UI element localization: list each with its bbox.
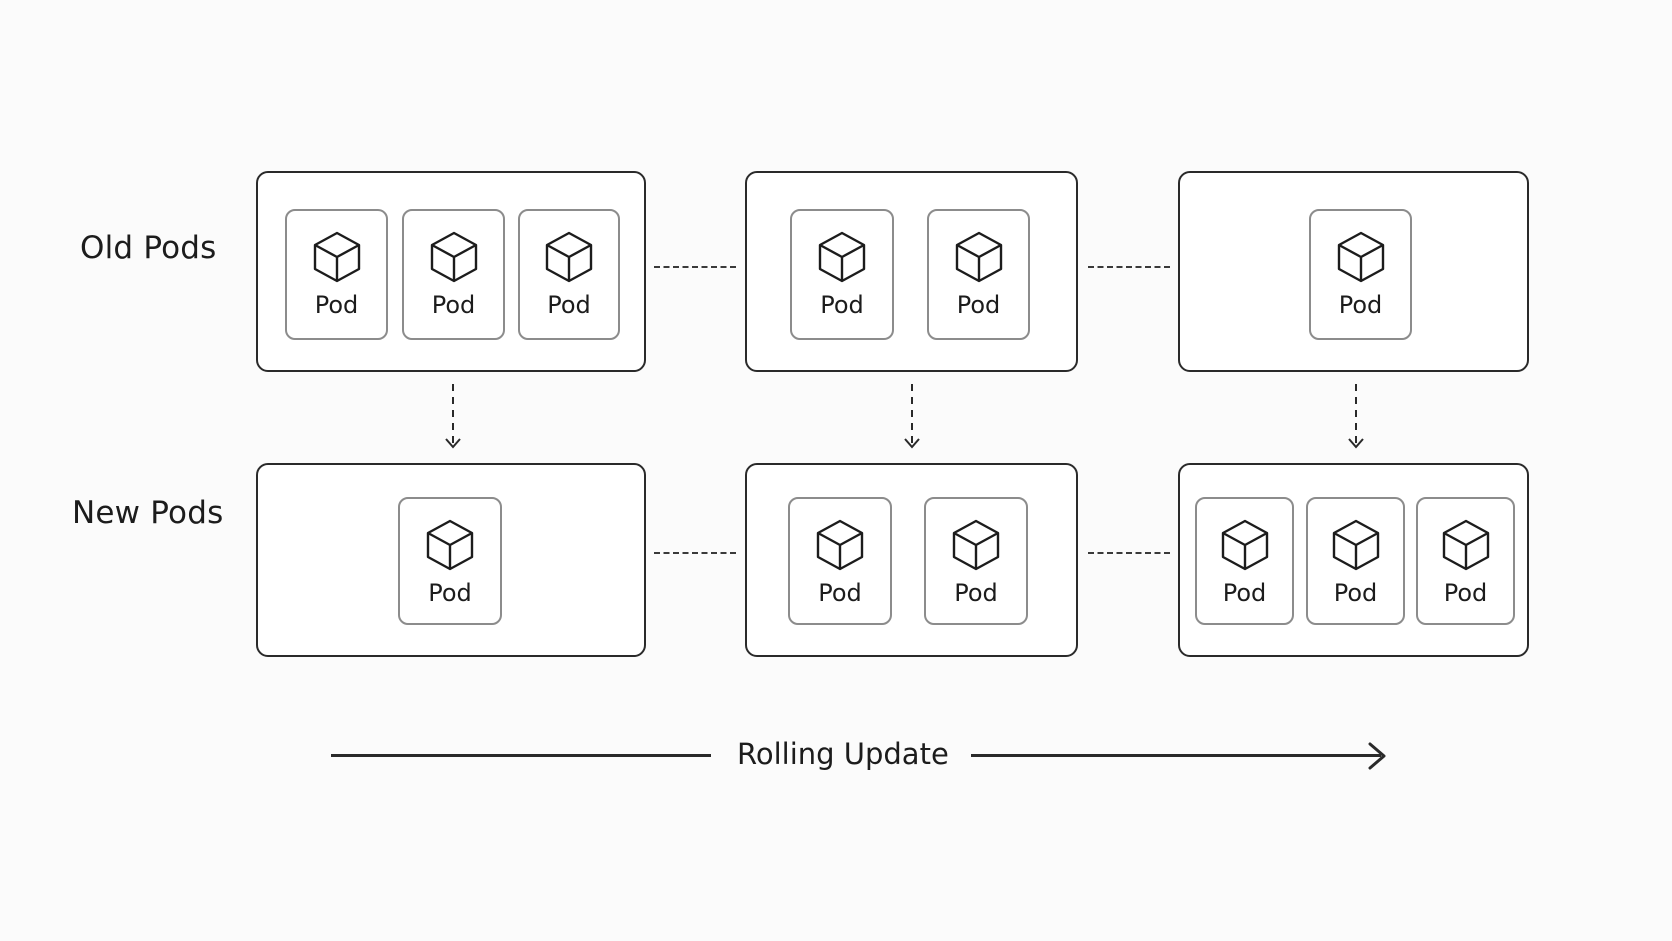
stage-connector — [1088, 552, 1170, 554]
dashed-arrow-down-icon — [904, 384, 920, 449]
pod: Pod — [1416, 497, 1515, 625]
stage-connector — [1088, 266, 1170, 268]
pod: Pod — [518, 209, 620, 340]
cube-icon — [545, 231, 593, 283]
pod-label: Pod — [428, 579, 472, 607]
pod: Pod — [1306, 497, 1405, 625]
cube-icon — [313, 231, 360, 283]
pod: Pod — [1195, 497, 1294, 625]
pod: Pod — [788, 497, 892, 625]
pod: Pod — [1309, 209, 1412, 340]
timeline-line-left — [331, 754, 711, 757]
pod-label: Pod — [431, 291, 476, 319]
cube-icon — [1337, 231, 1384, 283]
pod-label: Pod — [1222, 579, 1267, 607]
rolling-update-label: Rolling Update — [737, 737, 949, 771]
pod-label: Pod — [820, 291, 864, 319]
cube-icon — [1442, 519, 1489, 571]
stage-connector — [654, 266, 736, 268]
pod-label: Pod — [1333, 579, 1378, 607]
cube-icon — [818, 231, 866, 283]
cube-icon — [955, 231, 1002, 283]
cube-icon — [952, 519, 1000, 571]
pod-label: Pod — [956, 291, 1001, 319]
timeline-line-right — [971, 754, 1381, 757]
pod-label: Pod — [1443, 579, 1488, 607]
pod-label: Pod — [1338, 291, 1383, 319]
cube-icon — [816, 519, 864, 571]
pod: Pod — [402, 209, 505, 340]
pod: Pod — [285, 209, 388, 340]
pod-label: Pod — [314, 291, 359, 319]
cube-icon — [426, 519, 474, 571]
old-pods-label: Old Pods — [80, 230, 217, 266]
pod: Pod — [398, 497, 502, 625]
cube-icon — [1221, 519, 1268, 571]
pod-label: Pod — [818, 579, 862, 607]
pod-label: Pod — [954, 579, 998, 607]
dashed-arrow-down-icon — [1348, 384, 1364, 449]
new-pods-label: New Pods — [72, 495, 224, 531]
stage-connector — [654, 552, 736, 554]
cube-icon — [1332, 519, 1379, 571]
dashed-arrow-down-icon — [445, 384, 461, 449]
pod: Pod — [924, 497, 1028, 625]
arrow-right-icon — [1368, 742, 1386, 770]
pod: Pod — [790, 209, 894, 340]
cube-icon — [430, 231, 477, 283]
pod-label: Pod — [547, 291, 591, 319]
pod: Pod — [927, 209, 1030, 340]
